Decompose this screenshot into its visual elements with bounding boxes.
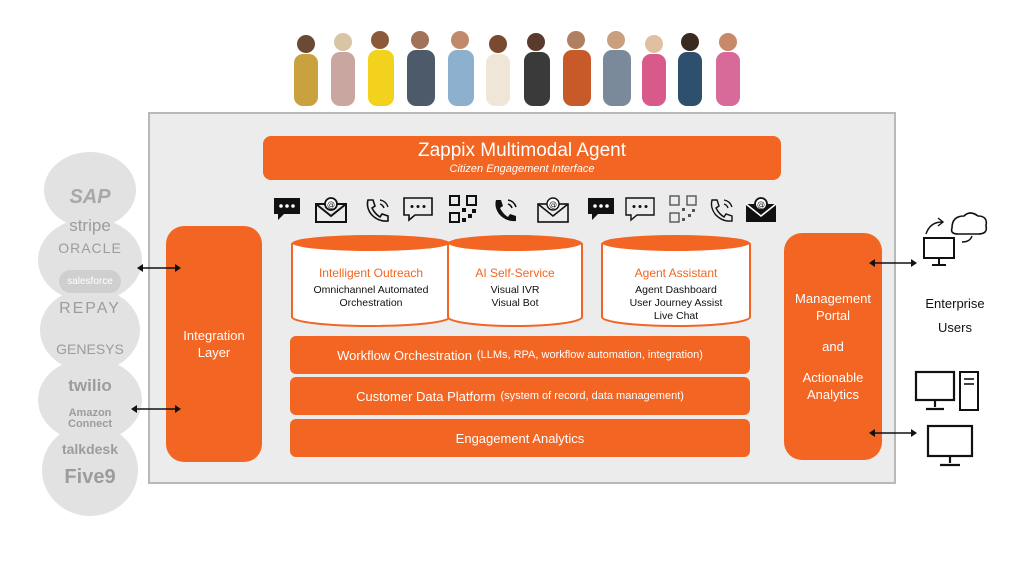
cylinder-shape	[291, 235, 451, 327]
bar-title: Customer Data Platform	[356, 388, 496, 404]
module-line: Omnichannel Automated	[313, 284, 429, 296]
bar-detail: (system of record, data management)	[500, 390, 684, 402]
module-title: Intelligent Outreach	[318, 266, 424, 280]
qr-code-icon	[669, 195, 697, 223]
engagement-analytics-bar: Engagement Analytics	[290, 419, 750, 457]
channel-icon-row: @ @	[274, 195, 777, 223]
vendor-label: Amazon Connect	[68, 407, 112, 430]
person-figure	[642, 35, 666, 106]
phone-icon	[495, 199, 517, 222]
module-line: User Journey Assist	[629, 297, 723, 309]
vendor-label: salesforce	[59, 270, 121, 293]
vendor-oracle-logo: ORACLE	[58, 240, 122, 256]
vendor-sap-logo: SAP	[69, 186, 111, 208]
module-description: Visual IVR Visual Bot	[446, 284, 584, 310]
vendor-salesforce-logo: salesforce	[38, 270, 142, 293]
integration-layer: Integration Layer	[166, 226, 262, 462]
person-figure	[331, 33, 355, 106]
bar-title: Engagement Analytics	[455, 430, 585, 446]
module-intelligent-outreach: Intelligent Outreach Omnichannel Automat…	[290, 233, 452, 329]
vendor-twilio-logo: twilio	[68, 376, 112, 395]
module-line: Live Chat	[653, 310, 699, 322]
vendor-talkdesk-logo: talkdesk	[61, 441, 119, 457]
svg-text:@: @	[327, 200, 335, 209]
svg-text:@: @	[757, 200, 765, 209]
management-label: Management Portal	[795, 291, 871, 323]
message-icon	[625, 197, 655, 222]
management-portal: Management Portal and Actionable Analyti…	[784, 233, 882, 460]
qr-code-icon	[449, 195, 477, 223]
person-figure	[486, 35, 510, 106]
management-label: Actionable Analytics	[802, 370, 864, 402]
email-icon: @	[745, 197, 777, 222]
agent-title-bar: Zappix Multimodal Agent Citizen Engageme…	[263, 136, 781, 180]
module-agent-assistant: Agent Assistant Agent Dashboard User Jou…	[600, 233, 762, 329]
integration-layer-label: Integration Layer	[183, 328, 245, 360]
enterprise-label-line: Users	[938, 320, 972, 335]
module-line: Agent Dashboard	[635, 284, 717, 296]
person-figure	[524, 33, 550, 106]
vendor-repay-logo: REPAY	[59, 300, 121, 317]
module-title: AI Self-Service	[475, 266, 555, 280]
phone-icon	[366, 199, 389, 222]
agent-subtitle: Citizen Engagement Interface	[449, 163, 595, 175]
person-figure	[563, 31, 591, 106]
person-figure	[448, 31, 474, 106]
bar-detail: (LLMs, RPA, workflow automation, integra…	[476, 349, 703, 361]
agent-title: Zappix Multimodal Agent	[417, 140, 627, 161]
vendor-five9-logo: Five9	[64, 466, 116, 488]
cloud-shape	[38, 152, 142, 516]
vendor-amazon-connect-logo: Amazon Connect	[38, 408, 142, 430]
person-figure	[716, 33, 740, 106]
people-strip	[294, 31, 740, 106]
integration-arrow-top	[137, 264, 181, 272]
email-icon: @	[315, 197, 347, 223]
bar-title: Workflow Orchestration	[337, 347, 472, 363]
person-figure	[407, 31, 435, 106]
message-icon	[403, 197, 433, 222]
module-description: Agent Dashboard User Journey Assist Live…	[600, 284, 752, 323]
vendor-genesys-logo: GENESYS	[56, 341, 124, 357]
email-icon: @	[537, 197, 569, 223]
module-line: Orchestration	[339, 297, 403, 309]
cylinder-shape	[447, 235, 583, 327]
person-figure	[368, 31, 394, 106]
enterprise-arrow-top	[869, 259, 917, 267]
integration-arrow-bottom	[131, 405, 181, 413]
workflow-orchestration-bar: Workflow Orchestration (LLMs, RPA, workf…	[290, 336, 750, 374]
enterprise-users-label: Enterprise Users	[900, 292, 1010, 340]
vendor-stripe-logo: stripe	[69, 216, 111, 235]
module-line: Visual Bot	[491, 297, 539, 309]
chat-bubble-icon	[588, 198, 614, 220]
chat-bubble-icon	[274, 198, 300, 220]
phone-icon	[710, 199, 733, 222]
cylinder-shape	[601, 235, 751, 327]
module-line: Visual IVR	[490, 284, 540, 296]
module-description: Omnichannel Automated Orchestration	[290, 284, 452, 310]
person-figure	[603, 31, 631, 106]
customer-data-platform-bar: Customer Data Platform (system of record…	[290, 377, 750, 415]
management-label: and	[822, 339, 844, 354]
desktop-computer-icon	[914, 370, 979, 411]
vendor-cloud: SAP stripe ORACLE salesforce REPAY GENES…	[38, 150, 142, 522]
enterprise-label-line: Enterprise	[925, 296, 985, 311]
enterprise-arrow-bottom	[869, 429, 917, 437]
module-ai-self-service: AI Self-Service Visual IVR Visual Bot	[446, 233, 608, 329]
person-figure	[678, 33, 702, 106]
person-figure	[294, 35, 318, 106]
cloud-computer-icon	[923, 212, 988, 266]
svg-text:@: @	[549, 200, 557, 209]
monitor-icon	[926, 424, 974, 467]
module-title: Agent Assistant	[634, 266, 718, 280]
